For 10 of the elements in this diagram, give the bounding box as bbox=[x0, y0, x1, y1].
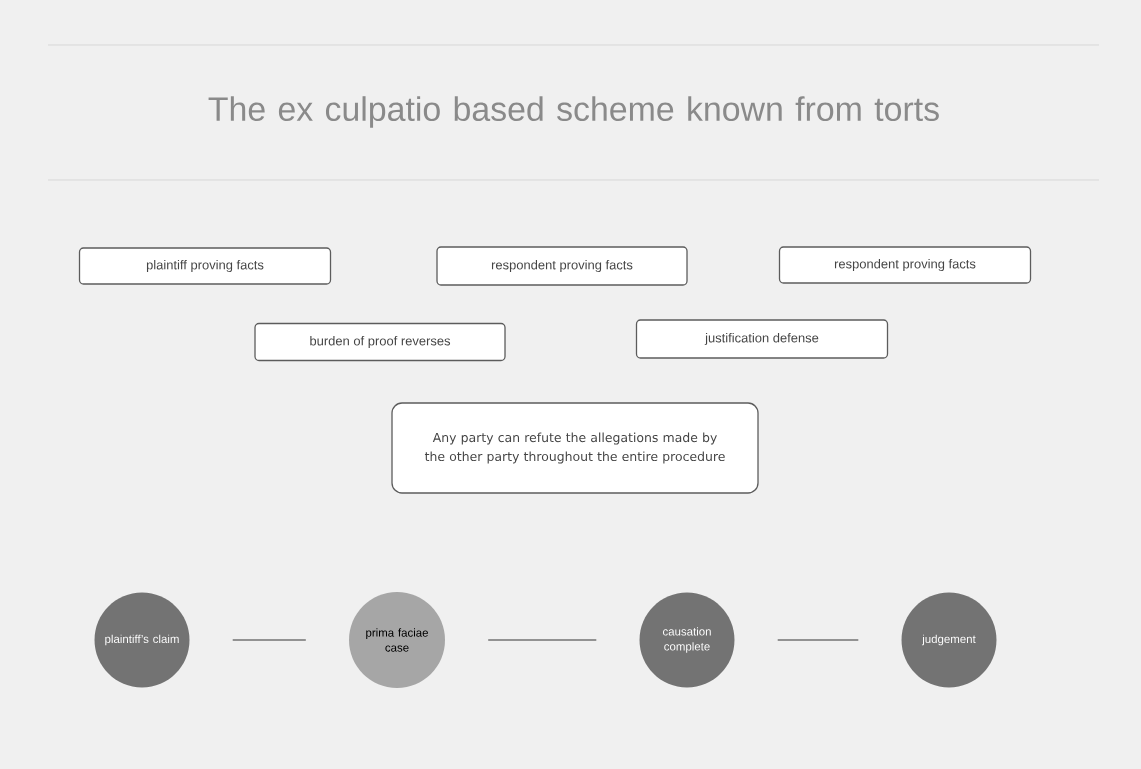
connector-line bbox=[487, 639, 597, 641]
text-box: respondent proving facts bbox=[436, 246, 688, 286]
title: The ex culpatio based scheme known from torts bbox=[208, 96, 939, 128]
text-box: burden of proof reverses bbox=[254, 322, 506, 362]
text-box: justification defense bbox=[635, 319, 889, 359]
text-box: plaintiff proving facts bbox=[78, 247, 332, 285]
text-box: respondent proving facts bbox=[778, 246, 1032, 284]
connector-line bbox=[232, 639, 307, 641]
text-box: Any party can refute the allegations made by the other party throughout the entire procedure bbox=[391, 402, 759, 494]
connector-line bbox=[777, 639, 859, 641]
